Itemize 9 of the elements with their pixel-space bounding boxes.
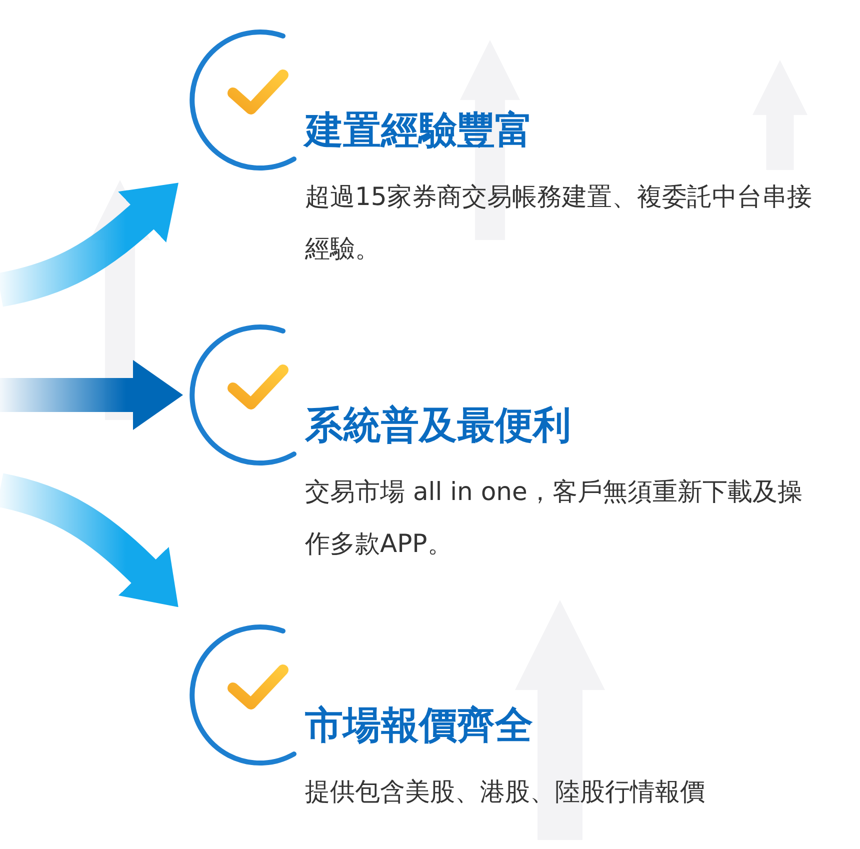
feature-heading: 市場報價齊全: [305, 702, 533, 748]
feature-heading: 建置經驗豐富: [305, 107, 533, 153]
feature-description: 交易市場 all in one，客戶無須重新下載及操作多款APP。: [305, 476, 804, 560]
feature-description: 超過15家券商交易帳務建置、複委託中台串接經驗。: [305, 181, 813, 265]
arrow: [0, 183, 179, 307]
arrow: [0, 473, 179, 607]
feature-description: 提供包含美股、港股、陸股行情報價: [305, 776, 706, 808]
feature-heading: 系統普及最便利: [305, 402, 571, 448]
arrow: [0, 360, 183, 430]
